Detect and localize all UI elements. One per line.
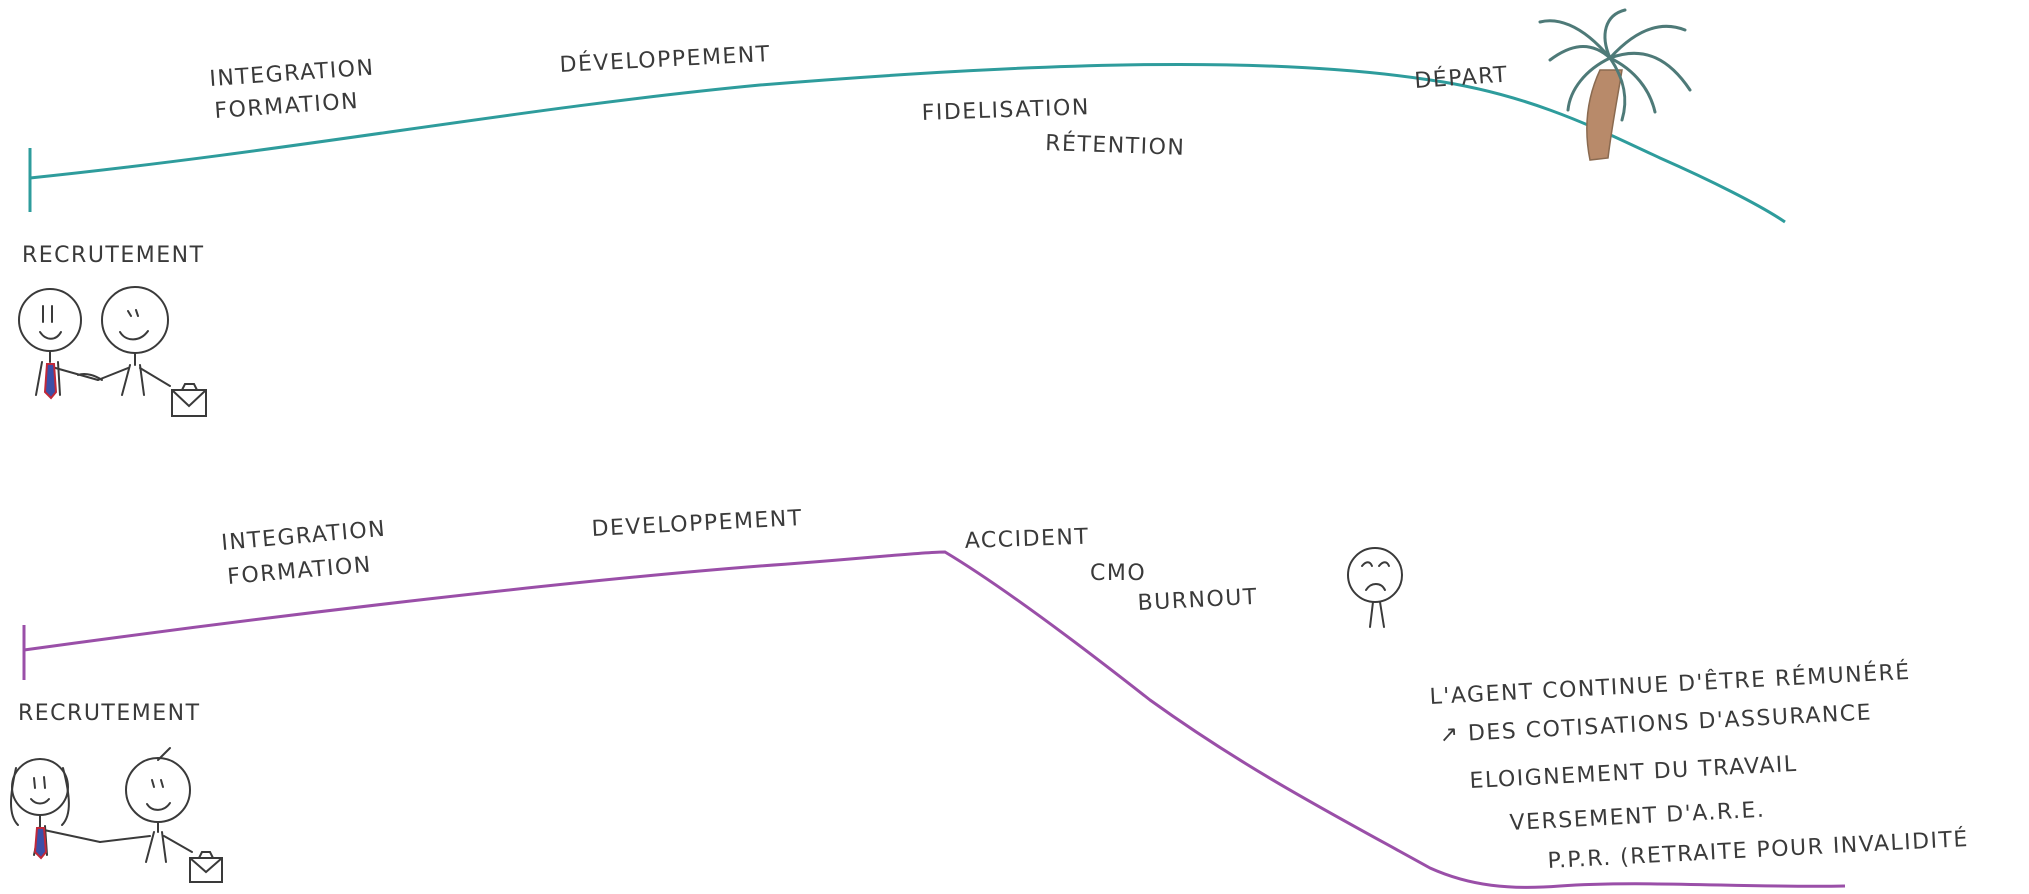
consequence-item: ↗ DES COTISATIONS D'ASSURANCE bbox=[1439, 700, 1873, 748]
briefcase-icon bbox=[171, 383, 207, 417]
consequence-item: P.P.R. (RETRAITE POUR INVALIDITÉ bbox=[1547, 826, 1970, 874]
bottom-cmo-label: CMO bbox=[1090, 561, 1146, 586]
palm-tree-icon bbox=[1538, 8, 1692, 161]
consequences-list: L'AGENT CONTINUE D'ÊTRE RÉMUNÉRÉ ↗ DES C… bbox=[1429, 659, 1970, 874]
top-development-label: DÉVELOPPEMENT bbox=[559, 41, 771, 78]
candidate-figure-icon bbox=[77, 286, 171, 396]
consequence-item: VERSEMENT D'A.R.E. bbox=[1509, 798, 1766, 836]
recruiter-figure-icon bbox=[10, 758, 101, 860]
top-recruitment-label: RECRUTEMENT bbox=[22, 243, 205, 268]
candidate-figure-icon bbox=[99, 747, 193, 863]
top-integration-label: INTEGRATION bbox=[209, 56, 376, 92]
top-career-path: RECRUTEMENT INTEGRATION FORMATION DÉVELO… bbox=[18, 8, 1786, 417]
bottom-handshake-illustration bbox=[10, 747, 223, 883]
recruiter-figure-icon bbox=[18, 288, 99, 400]
top-departure-label: DÉPART bbox=[1414, 62, 1509, 94]
sad-face-icon bbox=[1347, 547, 1403, 628]
bottom-integration-label: INTEGRATION bbox=[220, 517, 387, 556]
consequence-item: ELOIGNEMENT DU TRAVAIL bbox=[1469, 752, 1798, 794]
briefcase-icon bbox=[189, 851, 223, 883]
bottom-development-label: DEVELOPPEMENT bbox=[591, 506, 803, 542]
top-formation-label: FORMATION bbox=[214, 89, 360, 124]
top-handshake-illustration bbox=[18, 286, 207, 417]
top-curve bbox=[29, 62, 1786, 224]
bottom-recruitment-label: RECRUTEMENT bbox=[18, 701, 201, 726]
top-retention-label: RÉTENTION bbox=[1045, 130, 1186, 161]
top-fidelisation-label: FIDELISATION bbox=[921, 95, 1090, 126]
bottom-burnout-label: BURNOUT bbox=[1137, 585, 1258, 616]
bottom-career-path: RECRUTEMENT INTEGRATION FORMATION DEVELO… bbox=[10, 506, 1970, 889]
bottom-accident-label: ACCIDENT bbox=[964, 525, 1089, 554]
bottom-curve bbox=[23, 550, 1846, 889]
bottom-formation-label: FORMATION bbox=[226, 552, 372, 590]
